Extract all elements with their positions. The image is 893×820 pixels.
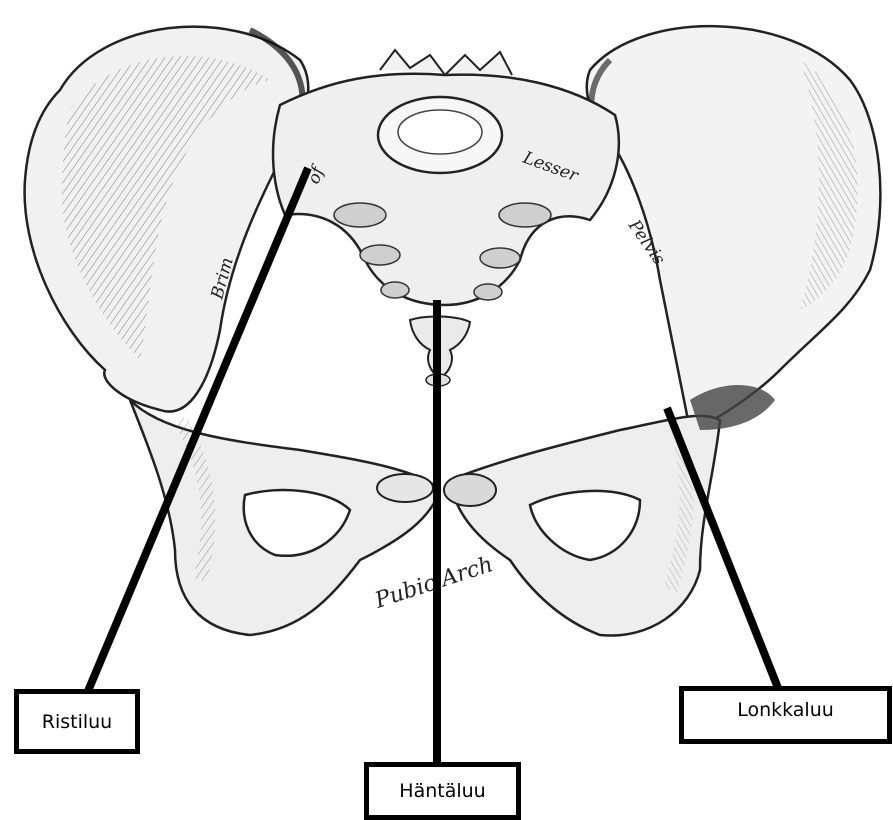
left-ilium xyxy=(25,27,309,412)
label-sacrum: Ristiluu xyxy=(14,689,140,754)
label-coccyx: Häntäluu xyxy=(364,762,521,820)
label-sacrum-text: Ristiluu xyxy=(42,711,112,733)
label-hip-bone-text: Lonkkaluu xyxy=(737,699,834,721)
label-coccyx-text: Häntäluu xyxy=(399,780,485,802)
label-hip-bone: Lonkkaluu xyxy=(679,686,892,744)
right-lower-hip xyxy=(450,385,775,636)
